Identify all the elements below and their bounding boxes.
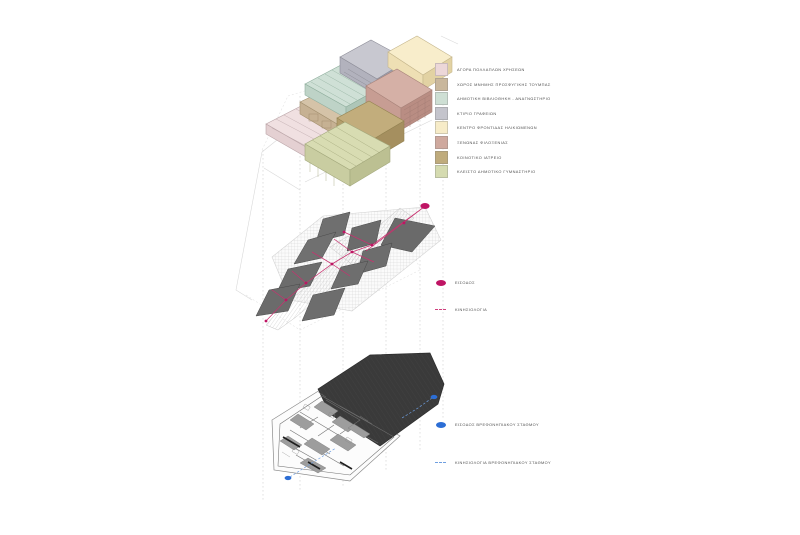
flow-node bbox=[304, 281, 308, 285]
nursery-entrance-marker bbox=[430, 394, 438, 400]
legend-swatch-memory-space bbox=[435, 77, 448, 91]
flow-node bbox=[284, 298, 288, 302]
legend-item-flow[interactable]: ΚΙΝΗΣΙΟΛΟΓΙΑ bbox=[435, 303, 487, 316]
legend-label: ΕΙΣΟΔΟΣ ΒΡΕΦΟΝΗΠΙΑΚΟΥ ΣΤΑΘΜΟΥ bbox=[455, 422, 540, 427]
legend-label: ΧΩΡΟΣ ΜΝΗΜΗΣ ΠΡΟΣΦΥΓΙΚΗΣ ΤΟΥΜΠΑΣ bbox=[457, 81, 551, 87]
flow-marker-cell bbox=[435, 309, 446, 310]
room-block bbox=[289, 413, 315, 431]
legend-item[interactable]: ΧΩΡΟΣ ΜΝΗΜΗΣ ΠΡΟΣΦΥΓΙΚΗΣ ΤΟΥΜΠΑΣ bbox=[435, 77, 551, 91]
legend-swatch-guesthouse bbox=[435, 135, 448, 149]
legend-label: ΚΟΙΝΟΤΙΚΟ ΙΑΤΡΕΙΟ bbox=[457, 154, 502, 160]
roof-plates bbox=[255, 211, 436, 322]
roof-plate bbox=[330, 260, 369, 290]
volume-gym-ribs bbox=[309, 126, 381, 186]
flow-node bbox=[330, 262, 334, 266]
plan-fixtures bbox=[281, 391, 369, 458]
legend-swatch-gymnasium bbox=[435, 165, 448, 179]
room-block bbox=[279, 435, 303, 451]
roof-plate bbox=[346, 219, 382, 252]
nursery-entrance-ellipse-icon bbox=[435, 421, 446, 428]
flow-node bbox=[350, 250, 354, 254]
entrance-marker-cell bbox=[435, 279, 446, 286]
legend-item-nursery-flow[interactable]: ΚΙΝΗΣΙΟΛΟΓΙΑ ΒΡΕΦΟΝΗΠΙΑΚΟΥ ΣΤΑΘΜΟΥ bbox=[435, 456, 551, 469]
legend-swatch-library bbox=[435, 92, 448, 106]
volume-gym-right bbox=[349, 145, 391, 187]
legend-label: ΚΙΝΗΣΙΟΛΟΓΙΑ bbox=[455, 307, 488, 312]
flow-node bbox=[264, 319, 268, 323]
legend-label: ΚΤΙΡΙΟ ΓΡΑΦΕΙΩΝ bbox=[457, 110, 497, 116]
legend-swatch-agora bbox=[435, 63, 448, 76]
legend-item[interactable]: ΚΛΕΙΣΤΟ ΔΗΜΟΤΙΚΟ ΓΥΜΝΑΣΤΗΡΙΟ bbox=[435, 165, 551, 179]
legend-swatch-clinic bbox=[435, 150, 448, 164]
legend-item-entrance[interactable]: ΕΙΣΟΔΟΣ bbox=[435, 276, 487, 289]
legend-label: ΑΓΟΡΑ ΠΟΛΛΑΠΛΩΝ ΧΡΗΣΕΩΝ bbox=[457, 67, 525, 72]
legend-item[interactable]: ΞΕΝΩΝΑΣ ΦΙΛΟΞΕΝΙΑΣ bbox=[435, 135, 551, 149]
flow-node bbox=[342, 230, 346, 234]
legend-item-nursery-entrance[interactable]: ΕΙΣΟΔΟΣ ΒΡΕΦΟΝΗΠΙΑΚΟΥ ΣΤΑΘΜΟΥ bbox=[435, 418, 551, 431]
flow-node bbox=[402, 221, 406, 225]
roof-plate bbox=[255, 283, 301, 317]
nursery-flow-marker-cell bbox=[435, 462, 446, 463]
nursery-entrance-marker-cell bbox=[435, 421, 446, 428]
roof-plate bbox=[315, 211, 351, 243]
roof-plate bbox=[301, 287, 346, 322]
legend-swatch-offices bbox=[435, 106, 448, 120]
legend-swatch-elderly-care bbox=[435, 121, 448, 135]
legend-item[interactable]: ΚΤΙΡΙΟ ΓΡΑΦΕΙΩΝ bbox=[435, 106, 551, 120]
legend-circulation: ΕΙΣΟΔΟΣ ΚΙΝΗΣΙΟΛΟΓΙΑ bbox=[435, 276, 487, 316]
legend-label: ΚΕΝΤΡΟ ΦΡΟΝΤΙΔΑΣ ΗΛΙΚΙΩΜΕΝΩΝ bbox=[457, 125, 537, 131]
volume-guesthouse-windows bbox=[403, 94, 431, 127]
room-block bbox=[347, 423, 371, 439]
volume-library-louvres bbox=[310, 69, 372, 105]
legend-volumes: ΑΓΟΡΑ ΠΟΛΛΑΠΛΩΝ ΧΡΗΣΕΩΝ ΧΩΡΟΣ ΜΝΗΜΗΣ ΠΡΟ… bbox=[435, 63, 551, 180]
legend-item[interactable]: ΑΓΟΡΑ ΠΟΛΛΑΠΛΩΝ ΧΡΗΣΕΩΝ bbox=[435, 63, 551, 76]
legend-label: ΚΛΕΙΣΤΟ ΔΗΜΟΤΙΚΟ ΓΥΜΝΑΣΤΗΡΙΟ bbox=[457, 169, 536, 175]
plan-structural-walls bbox=[282, 436, 353, 470]
legend-item[interactable]: ΔΗΜΟΤΙΚΗ ΒΙΒΛΙΟΘΗΚΗ - ΑΝΑΓΝΩΣΤΗΡΙΟ bbox=[435, 92, 551, 106]
main-entrance-marker bbox=[420, 203, 430, 209]
entrance-ellipse-icon bbox=[435, 279, 446, 286]
nursery-circulation-line bbox=[289, 397, 433, 478]
volume-gymnasium bbox=[304, 121, 391, 187]
flow-node bbox=[370, 243, 374, 247]
room-block bbox=[329, 433, 357, 452]
volume-memory-windows bbox=[308, 113, 332, 129]
legend-label: ΕΙΣΟΔΟΣ bbox=[455, 280, 475, 285]
flow-dashed-line-icon bbox=[435, 309, 446, 310]
legend-label: ΚΙΝΗΣΙΟΛΟΓΙΑ ΒΡΕΦΟΝΗΠΙΑΚΟΥ ΣΤΑΘΜΟΥ bbox=[455, 460, 552, 465]
legend-label: ΔΗΜΟΤΙΚΗ ΒΙΒΛΙΟΘΗΚΗ - ΑΝΑΓΝΩΣΤΗΡΙΟ bbox=[457, 96, 551, 102]
room-block bbox=[303, 437, 331, 456]
nursery-entrance-marker bbox=[284, 475, 292, 481]
legend-label: ΞΕΝΩΝΑΣ ΦΙΛΟΞΕΝΙΑΣ bbox=[457, 139, 509, 145]
legend-nursery: ΕΙΣΟΔΟΣ ΒΡΕΦΟΝΗΠΙΑΚΟΥ ΣΤΑΘΜΟΥ ΚΙΝΗΣΙΟΛΟΓ… bbox=[435, 418, 551, 469]
circulation-nodes bbox=[264, 221, 406, 323]
legend-item[interactable]: ΚΟΙΝΟΤΙΚΟ ΙΑΤΡΕΙΟ bbox=[435, 150, 551, 164]
nursery-flow-dashed-line-icon bbox=[435, 462, 446, 463]
legend-item[interactable]: ΚΕΝΤΡΟ ΦΡΟΝΤΙΔΑΣ ΗΛΙΚΙΩΜΕΝΩΝ bbox=[435, 121, 551, 135]
